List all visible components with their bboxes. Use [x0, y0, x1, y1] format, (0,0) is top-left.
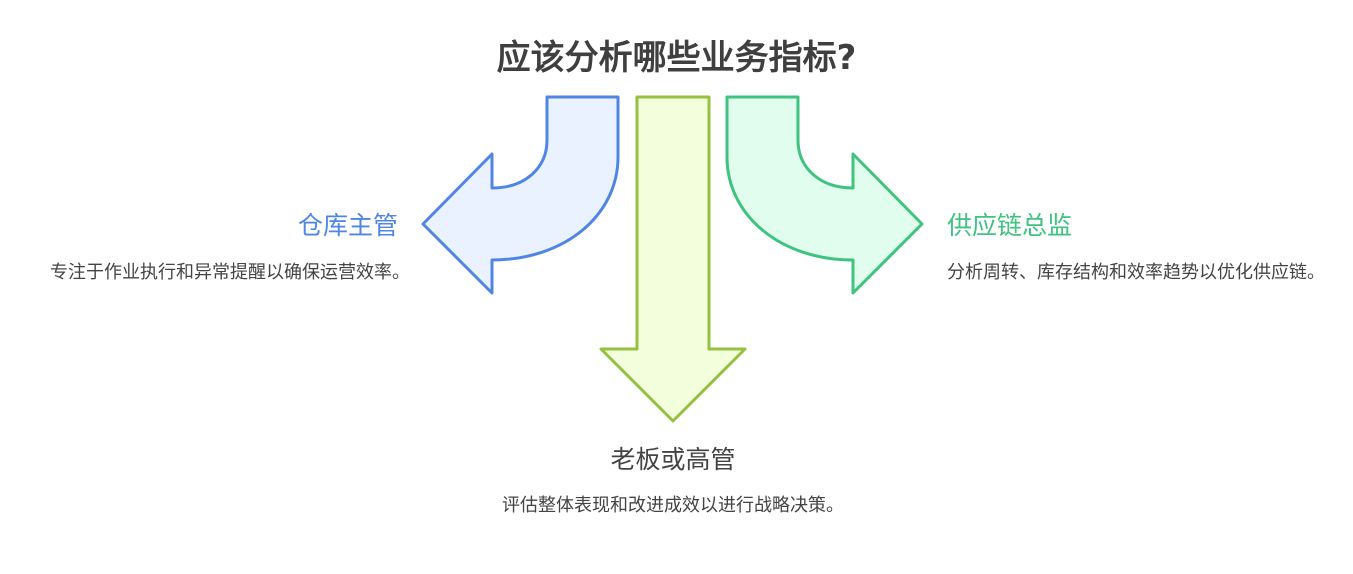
executive-label: 老板或高管: [610, 445, 736, 474]
supply-chain-director-description: 分析周转、库存结构和效率趋势以优化供应链。: [947, 262, 1325, 283]
warehouse-manager-label: 仓库主管: [297, 211, 398, 240]
down-arrow: [599, 95, 747, 423]
warehouse-manager-description: 专注于作业执行和异常提醒以确保运营效率。: [50, 262, 410, 283]
right-curved-arrow: [725, 95, 924, 295]
left-curved-arrow: [421, 95, 620, 295]
supply-chain-director-label: 供应链总监: [947, 211, 1073, 240]
executive-description: 评估整体表现和改进成效以进行战略决策。: [502, 495, 844, 516]
diagram-title: 应该分析哪些业务指标?: [496, 38, 857, 78]
